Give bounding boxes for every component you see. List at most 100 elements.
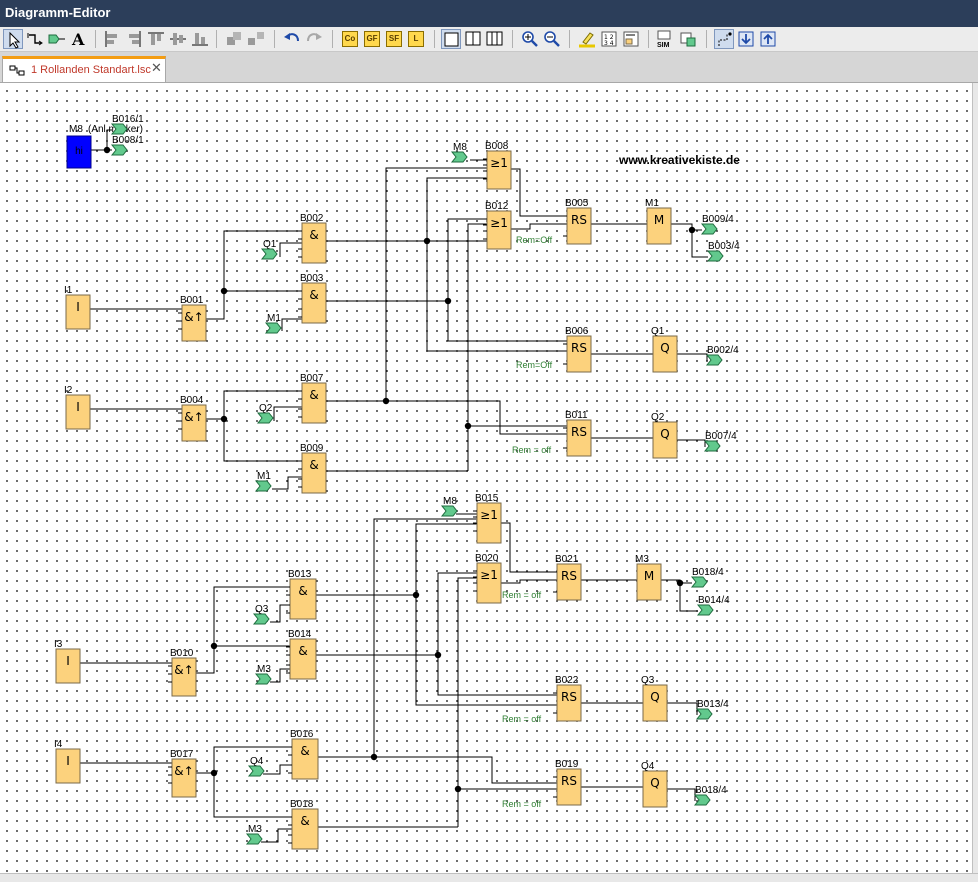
route-connections-icon[interactable] bbox=[714, 29, 734, 49]
block-b020[interactable]: B020≥1 bbox=[473, 553, 502, 604]
input-flag-m1[interactable]: M1 bbox=[254, 471, 272, 492]
block-b010[interactable]: B010&↑ bbox=[168, 648, 197, 697]
block-b012[interactable]: B012≥1 bbox=[483, 201, 512, 250]
window-title: Diagramm-Editor bbox=[5, 5, 111, 20]
wire-segment bbox=[374, 756, 557, 784]
block-b009[interactable]: B009& bbox=[298, 443, 327, 494]
output-flag[interactable]: B014/4 bbox=[696, 595, 730, 616]
output-flag[interactable]: B013/4 bbox=[695, 699, 729, 720]
upload-icon[interactable] bbox=[758, 29, 778, 49]
block-b003[interactable]: B003& bbox=[298, 273, 327, 324]
input-flag-q1[interactable]: Q1 bbox=[260, 239, 278, 260]
align-top-icon[interactable] bbox=[146, 29, 166, 49]
block-b016[interactable]: B016& bbox=[288, 729, 319, 780]
single-view-icon[interactable] bbox=[441, 29, 461, 49]
block-i4[interactable]: I4I bbox=[54, 739, 81, 784]
output-flag[interactable]: B002/4 bbox=[705, 345, 739, 366]
tab-rollanden-standart[interactable]: 1 Rollanden Standart.lsc ✕ bbox=[2, 56, 166, 82]
input-flag-m8[interactable]: M8 bbox=[440, 496, 458, 517]
block-b004[interactable]: B004&↑ bbox=[178, 395, 207, 442]
block-b001[interactable]: B001&↑ bbox=[178, 295, 207, 342]
block-b017[interactable]: B017&↑ bbox=[168, 749, 197, 798]
block-q2[interactable]: Q2Q bbox=[651, 412, 678, 459]
tab-label: 1 Rollanden Standart.lsc bbox=[31, 64, 151, 76]
zoom-in-icon[interactable] bbox=[520, 29, 540, 49]
ungroup-icon[interactable] bbox=[246, 29, 266, 49]
block-b013[interactable]: B013& bbox=[286, 569, 317, 620]
input-flag-q4[interactable]: Q4 bbox=[247, 756, 265, 777]
text-tool-icon[interactable]: A bbox=[69, 29, 89, 49]
output-flag[interactable]: B009/4 bbox=[700, 214, 734, 235]
block-b002[interactable]: B002& bbox=[298, 213, 327, 264]
align-left-icon[interactable] bbox=[102, 29, 122, 49]
marker-label: M8 bbox=[69, 124, 83, 135]
block-b015[interactable]: B015≥1 bbox=[473, 493, 502, 544]
gf-functions-icon[interactable]: GF bbox=[362, 29, 382, 49]
input-flag-m3[interactable]: M3 bbox=[254, 664, 272, 685]
tab-close-button[interactable]: ✕ bbox=[151, 61, 162, 76]
simulation-icon[interactable]: SIM bbox=[655, 29, 675, 49]
parameter-icon[interactable] bbox=[621, 29, 641, 49]
block-b014[interactable]: B014& bbox=[286, 629, 317, 680]
block-b007[interactable]: B007& bbox=[298, 373, 327, 424]
connect-icon[interactable] bbox=[25, 29, 45, 49]
horizontal-scrollbar[interactable] bbox=[0, 873, 978, 882]
redo-icon[interactable] bbox=[304, 29, 324, 49]
input-flag-q2[interactable]: Q2 bbox=[256, 403, 274, 424]
input-flag-m1[interactable]: M1 bbox=[264, 313, 282, 334]
select-arrow-icon[interactable] bbox=[3, 29, 23, 49]
undo-icon[interactable] bbox=[282, 29, 302, 49]
output-flag[interactable]: B018/4 bbox=[693, 785, 727, 806]
block-type-glyph: & bbox=[300, 814, 309, 828]
sf-functions-icon[interactable]: SF bbox=[384, 29, 404, 49]
output-flag[interactable]: B018/4 bbox=[690, 567, 724, 588]
flag-connector-icon[interactable] bbox=[47, 29, 67, 49]
output-flag[interactable]: B003/4 bbox=[706, 241, 740, 262]
align-middle-icon[interactable] bbox=[168, 29, 188, 49]
group-icon[interactable] bbox=[224, 29, 244, 49]
junction-dot bbox=[220, 415, 228, 423]
block-i3[interactable]: I3I bbox=[54, 639, 81, 684]
co-constants-icon[interactable]: Co bbox=[340, 29, 360, 49]
wire-segment bbox=[679, 583, 698, 612]
block-q4[interactable]: Q4Q bbox=[641, 761, 668, 808]
block-id-label: B016 bbox=[290, 729, 314, 740]
align-bottom-icon[interactable] bbox=[190, 29, 210, 49]
online-test-icon[interactable] bbox=[678, 29, 698, 49]
block-i2[interactable]: I2I bbox=[64, 385, 91, 430]
l-functions-icon[interactable]: L bbox=[406, 29, 426, 49]
block-b008[interactable]: B008≥1 bbox=[483, 141, 512, 190]
block-m3[interactable]: M3M bbox=[635, 554, 662, 601]
block-b018[interactable]: B018& bbox=[288, 799, 319, 850]
output-flag[interactable]: B016/1 bbox=[110, 114, 144, 135]
flag-label: Q1 bbox=[263, 239, 277, 250]
output-flag[interactable]: B007/4 bbox=[703, 431, 737, 452]
download-icon[interactable] bbox=[736, 29, 756, 49]
block-m1[interactable]: M1M bbox=[645, 198, 672, 245]
output-flag[interactable]: B008/1 bbox=[110, 135, 144, 156]
block-q1[interactable]: Q1Q bbox=[651, 326, 678, 373]
input-flag-q3[interactable]: Q3 bbox=[252, 604, 270, 625]
input-flag-m3[interactable]: M3 bbox=[245, 824, 263, 845]
align-right-icon[interactable] bbox=[124, 29, 144, 49]
wire-segment bbox=[213, 773, 292, 818]
double-view-icon[interactable] bbox=[463, 29, 483, 49]
function-blocks: I1I I2I I3I I4I B001&↑ B002&B003&B004&↑ B007&B… bbox=[54, 124, 678, 850]
input-flag-m8[interactable]: M8 bbox=[450, 142, 468, 163]
zoom-out-icon[interactable] bbox=[542, 29, 562, 49]
block-i1[interactable]: I1I bbox=[64, 285, 91, 330]
vertical-scrollbar[interactable] bbox=[972, 83, 978, 873]
block-q3[interactable]: Q3Q bbox=[641, 675, 668, 722]
highlight-icon[interactable] bbox=[577, 29, 597, 49]
triple-view-icon[interactable] bbox=[485, 29, 505, 49]
block-id-label: B004 bbox=[180, 395, 204, 406]
